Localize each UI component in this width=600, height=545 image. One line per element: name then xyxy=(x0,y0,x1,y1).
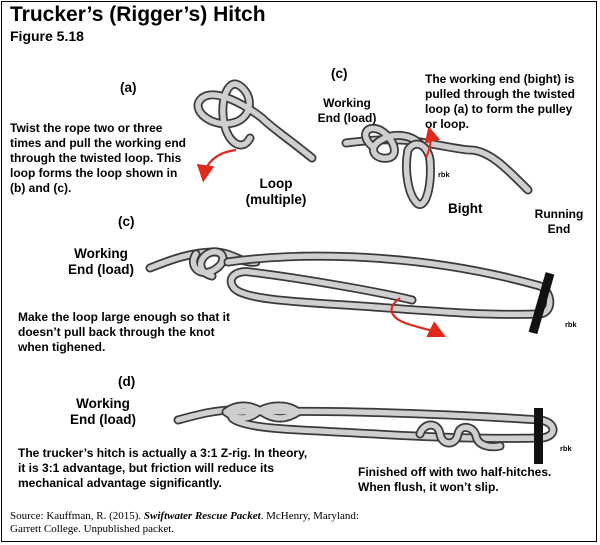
panel-c-mid-arrow xyxy=(390,297,446,337)
source-publication: Swiftwater Rescue Packet xyxy=(143,510,261,522)
panel-c-top-credit: rbk xyxy=(438,170,450,179)
panel-d-rope xyxy=(173,401,558,452)
panel-c-mid-working-end: Working End (load) xyxy=(68,246,134,277)
panel-d-finish-note: Finished off with two half-hitches. When… xyxy=(358,465,552,494)
panel-c-mid-credit: rbk xyxy=(565,320,577,329)
panel-c-top-running-end: Running End xyxy=(534,207,584,236)
panel-c-mid-tag: (c) xyxy=(118,214,135,229)
source-prefix: Source: Kauffman, R. (2015). xyxy=(10,510,144,522)
panel-c-top-arrow xyxy=(424,126,441,159)
source-suffix: . McHenry, Maryland: Garrett College. Un… xyxy=(10,510,359,535)
panel-a-loop-label: Loop (multiple) xyxy=(245,176,307,207)
panel-d-instruction: The trucker’s hitch is actually a 3:1 Z-… xyxy=(18,446,308,490)
panel-c-top-bight-label: Bight xyxy=(448,201,483,216)
panel-c-mid-rope xyxy=(145,247,555,319)
panel-c-mid-instruction: Make the loop large enough so that it do… xyxy=(18,310,231,354)
panel-c-top-tag: (c) xyxy=(331,66,348,81)
page-title: Trucker’s (Rigger’s) Hitch xyxy=(10,3,266,26)
panel-d-tag: (d) xyxy=(118,374,136,389)
panel-d-working-end: Working End (load) xyxy=(70,396,136,427)
panel-a-rope xyxy=(193,79,317,163)
panel-a-instruction: Twist the rope two or three times and pu… xyxy=(10,121,187,195)
figure-number: Figure 5.18 xyxy=(10,28,84,44)
panel-c-top-instruction: The working end (bight) is pulled throug… xyxy=(425,72,575,131)
source-citation: Source: Kauffman, R. (2015). Swiftwater … xyxy=(10,510,440,536)
panel-d-anchor-bar xyxy=(534,408,543,464)
panel-c-top-working-end: Working End (load) xyxy=(317,96,377,125)
panel-a-tag: (a) xyxy=(120,80,137,95)
panel-c-top-rope xyxy=(341,124,533,209)
panel-a-arrow xyxy=(196,148,237,183)
panel-d-credit: rbk xyxy=(560,444,572,453)
panel-c-mid-anchor-bar xyxy=(528,272,555,335)
